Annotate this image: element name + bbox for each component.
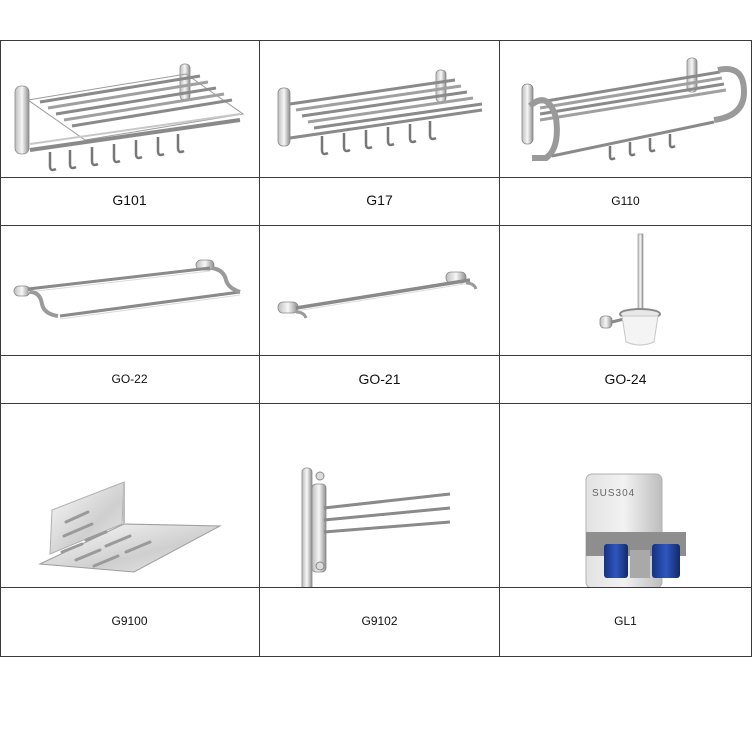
grid-divider — [0, 355, 752, 356]
product-image-cell: SUS304 — [500, 404, 751, 587]
product-code-label: G9100 — [111, 614, 148, 628]
product-image-cell — [500, 40, 751, 177]
product-code-label: G17 — [366, 192, 393, 208]
grid-border-bottom — [0, 656, 752, 657]
single-towel-bar-icon — [277, 271, 478, 319]
product-image-cell — [500, 226, 751, 355]
grid-divider — [0, 403, 752, 404]
product-grid: SUS304 G101 G17 G110 GO-22 GO-21 GO-24 G… — [0, 40, 752, 657]
grid-divider — [499, 40, 500, 657]
soap-dish-icon — [38, 481, 222, 573]
grid-divider — [0, 587, 752, 588]
folding-towel-rack-with-hooks-icon — [14, 63, 245, 172]
mop-plate-text: SUS304 — [592, 488, 635, 499]
folding-towel-rack-with-hooks-icon — [277, 69, 483, 156]
mop-holder-icon: SUS304 — [585, 473, 686, 587]
product-code-label: GO-21 — [358, 371, 401, 387]
product-image-cell — [0, 40, 259, 177]
toilet-brush-holder-icon — [599, 233, 661, 346]
double-towel-bar-icon — [13, 259, 241, 320]
product-image-cell — [260, 226, 499, 355]
product-code-label: GO-22 — [111, 372, 148, 386]
curved-towel-shelf-with-hooks-icon — [521, 57, 748, 161]
grid-divider — [0, 177, 752, 178]
product-code-label: G101 — [112, 192, 147, 208]
product-code-label: G9102 — [361, 614, 398, 628]
grid-divider — [259, 40, 260, 657]
product-image-cell — [0, 404, 259, 587]
product-image-cell — [260, 40, 499, 177]
grid-divider — [0, 225, 752, 226]
product-code-label: GL1 — [614, 614, 637, 628]
grid-border-left — [0, 40, 1, 657]
product-image-cell — [260, 404, 499, 587]
product-code-label: G110 — [611, 194, 640, 208]
swivel-towel-bar-icon — [301, 467, 451, 587]
product-image-cell — [0, 226, 259, 355]
grid-border-top — [0, 40, 752, 41]
product-code-label: GO-24 — [604, 371, 647, 387]
